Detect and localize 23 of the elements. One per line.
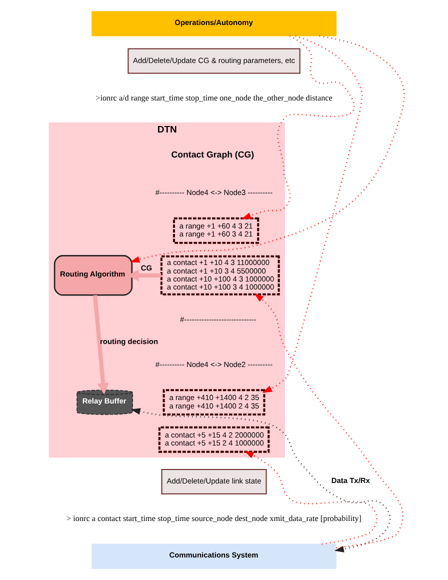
node-box: Add/Delete/Update CG & routing parameters, etc bbox=[128, 48, 300, 74]
edge-label: Data Tx/Rx bbox=[331, 476, 370, 485]
arrow bbox=[262, 35, 363, 393]
node-box: a contact +5 +15 4 2 2000000 a contact +5 +15 2 4 1000000 bbox=[158, 426, 270, 453]
node-box: a range +1 +60 4 3 21 a range +1 +60 3 4 21 bbox=[172, 217, 260, 244]
node-box: Operations/Autonomy bbox=[92, 11, 336, 36]
label: Contact Graph (CG) bbox=[171, 150, 254, 160]
label: #----------------------------- bbox=[180, 315, 256, 324]
arrow bbox=[242, 35, 355, 220]
arrow bbox=[254, 293, 404, 548]
arrow bbox=[244, 451, 378, 545]
label: #---------- Node4 <-> Node2 ---------- bbox=[155, 360, 273, 369]
node-box: Communications System bbox=[92, 544, 336, 569]
node-box: Routing Algorithm bbox=[54, 255, 133, 296]
node-box: a contact +1 +10 4 3 11000000 a contact +1 +10 3 4 5500000 a contact +10 +100 4 3 1000000 a contact +10 +100 3 4 1000000 bbox=[160, 255, 280, 296]
arrow bbox=[130, 35, 405, 263]
node-box: Add/Delete/Update link state bbox=[161, 468, 267, 494]
edge-label: routing decision bbox=[100, 336, 158, 346]
edge-label: CG bbox=[140, 264, 152, 273]
node-box: a range +410 +1400 4 2 35 a range +410 +1400 2 4 35 bbox=[162, 389, 266, 416]
arrow bbox=[130, 408, 391, 552]
arrow bbox=[92, 294, 109, 394]
label: #---------- Node4 <-> Node3 ---------- bbox=[155, 188, 273, 198]
